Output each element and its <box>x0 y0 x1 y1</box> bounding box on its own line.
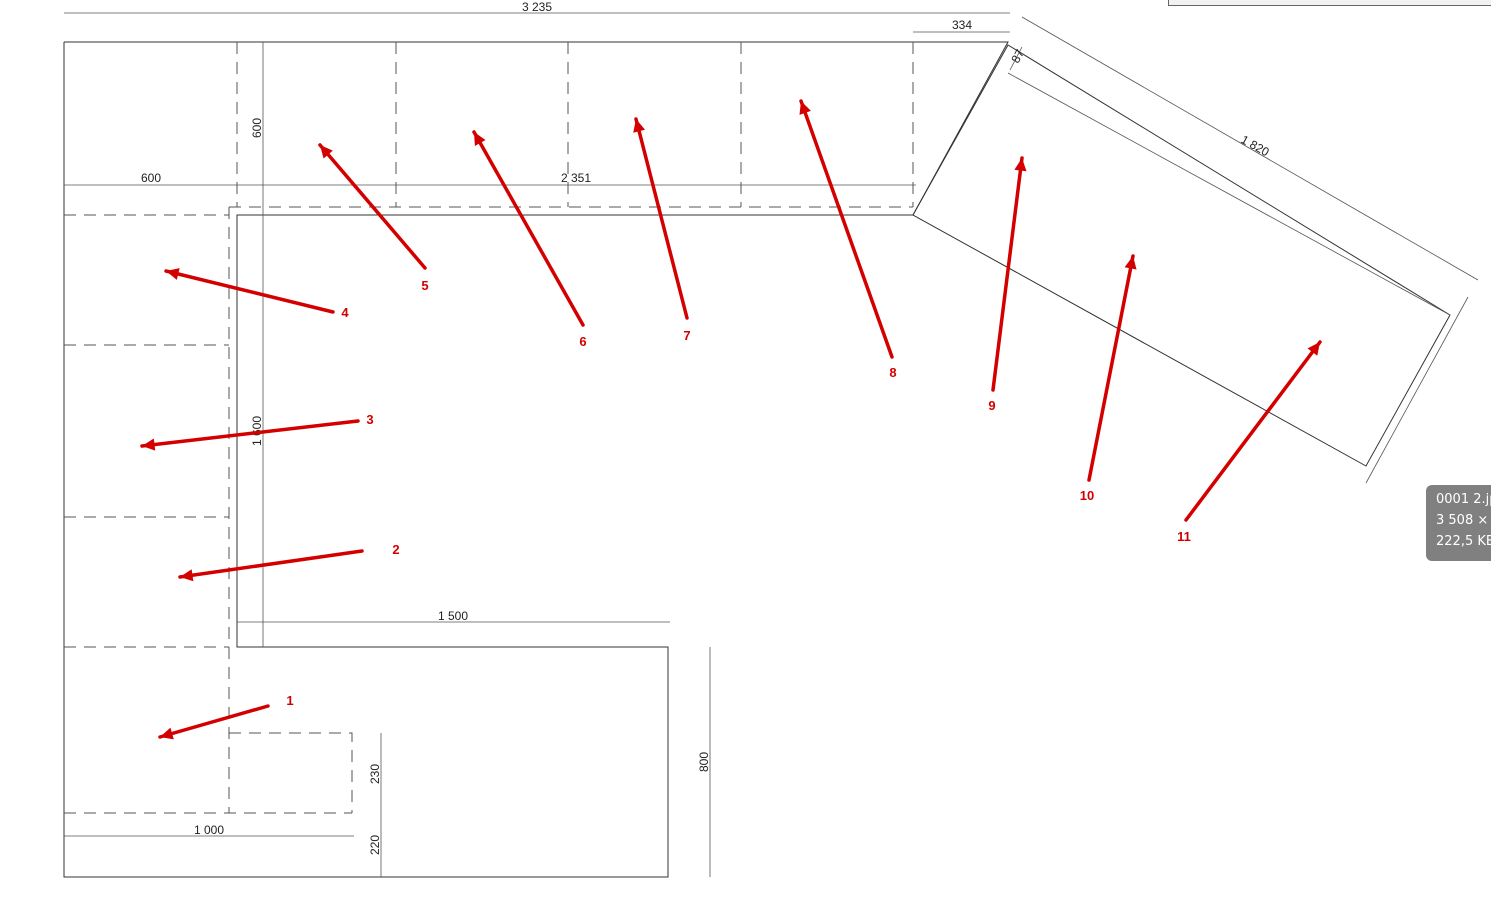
image-size: 3 508 × 2 <box>1436 513 1491 528</box>
dim-bottom-width: 1 000 <box>194 823 224 837</box>
marker-arrow-3 <box>140 419 360 448</box>
marker-arrow-9 <box>991 156 1024 392</box>
marker-label-9: 9 <box>988 398 995 413</box>
dim-angled-length: 1 820 <box>1239 132 1272 159</box>
dim-left-run: 1 600 <box>250 416 264 446</box>
dim-right-height: 800 <box>697 752 711 772</box>
dim-angled-strip: 87 <box>1008 47 1027 66</box>
marker-label-7: 7 <box>683 328 690 343</box>
arrowhead-icon <box>474 132 486 146</box>
arrowhead-icon <box>799 101 811 115</box>
viewer-toolbar[interactable] <box>1168 0 1491 6</box>
marker-arrow-10 <box>1087 254 1135 482</box>
marker-label-5: 5 <box>421 278 428 293</box>
marker-arrow-6 <box>472 130 585 327</box>
panel-division-lines <box>64 42 914 814</box>
arrowhead-icon <box>1124 256 1137 270</box>
dimension-lines <box>64 12 1479 877</box>
dim-cutout-offset: 220 <box>368 835 382 855</box>
dim-top-depth: 600 <box>250 118 264 138</box>
file-name: 0001 2.jpg <box>1436 492 1491 507</box>
marker-label-11: 11 <box>1177 529 1191 544</box>
dim-overall-width: 3 235 <box>522 0 552 14</box>
marker-arrow-4 <box>164 269 335 314</box>
marker-arrow-2 <box>178 549 364 579</box>
arrowhead-icon <box>1307 342 1320 356</box>
image-info-panel: 0001 2.jpg 3 508 × 2 222,5 KB <box>1426 485 1491 561</box>
dim-left-depth: 600 <box>141 171 161 185</box>
marker-label-3: 3 <box>366 412 373 427</box>
marker-label-4: 4 <box>341 305 349 320</box>
marker-label-10: 10 <box>1080 488 1094 503</box>
marker-arrow-7 <box>634 117 689 320</box>
marker-arrow-11 <box>1184 340 1322 522</box>
marker-arrows: 1 2 3 4 5 6 7 8 9 10 11 <box>140 99 1322 740</box>
dim-top-run: 2 351 <box>561 171 591 185</box>
arrowhead-icon <box>142 438 156 451</box>
file-size: 222,5 KB <box>1436 534 1491 549</box>
dimension-labels: 3 235 334 600 600 2 351 1 600 1 500 1 00… <box>141 0 1272 855</box>
dim-bottom-run: 1 500 <box>438 609 468 623</box>
dim-corner-offset: 334 <box>952 18 972 32</box>
countertop-outline <box>63 41 1469 878</box>
dim-cutout-height: 230 <box>368 764 382 784</box>
marker-arrow-5 <box>318 143 427 270</box>
marker-label-1: 1 <box>286 693 293 708</box>
arrowhead-icon <box>1014 158 1027 172</box>
marker-arrow-1 <box>158 704 270 739</box>
marker-label-6: 6 <box>579 334 586 349</box>
marker-label-2: 2 <box>392 542 399 557</box>
arrowhead-icon <box>166 268 180 280</box>
arrowhead-icon <box>320 145 333 159</box>
marker-label-8: 8 <box>889 365 896 380</box>
arrowhead-icon <box>633 119 646 133</box>
marker-arrow-8 <box>799 99 894 359</box>
arrowhead-icon <box>180 569 194 582</box>
arrowhead-icon <box>160 727 174 740</box>
